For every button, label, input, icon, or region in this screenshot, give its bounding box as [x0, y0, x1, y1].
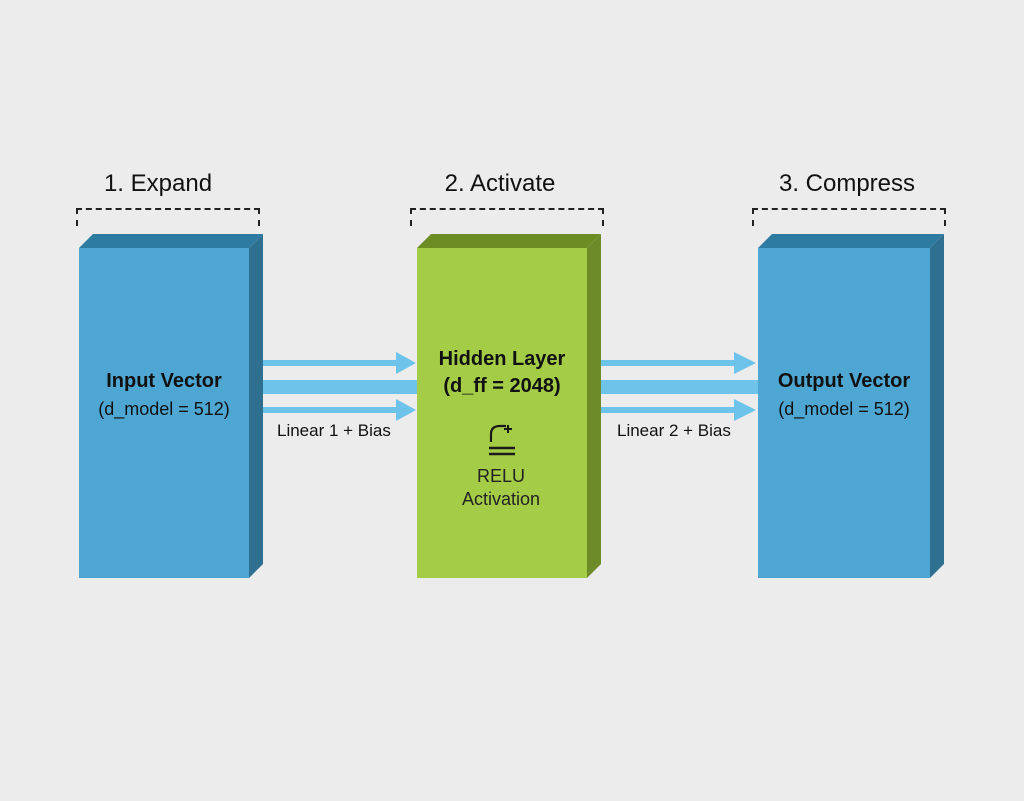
stage-title-expand: 1. Expand: [103, 170, 213, 197]
stage-bracket-compress: [752, 208, 946, 226]
hidden-layer-block: Hidden Layer (d_ff = 2048): [417, 234, 601, 578]
stage-bracket-activate: [410, 208, 604, 226]
linear2-arrows: [594, 352, 758, 421]
activation-label: Activation: [461, 489, 541, 509]
linear1-arrows: [256, 352, 418, 421]
input-vector-title: Input Vector: [106, 370, 222, 392]
stage-bracket-expand: [76, 208, 260, 226]
output-vector-title: Output Vector: [777, 370, 911, 392]
linear2-label: Linear 2 + Bias: [617, 421, 731, 440]
output-vector-dimension: (d_model = 512): [778, 399, 910, 419]
stage-title-compress: 3. Compress: [778, 170, 916, 197]
linear1-label: Linear 1 + Bias: [277, 421, 391, 440]
hidden-layer-title: Hidden Layer: [438, 348, 566, 370]
hidden-layer-dimension: (d_ff = 2048): [443, 375, 561, 397]
relu-activation-icon: [489, 424, 515, 456]
stage-title-activate: 2. Activate: [444, 170, 556, 197]
activation-name: RELU: [476, 466, 525, 486]
input-vector-dimension: (d_model = 512): [98, 399, 230, 419]
output-vector-block: Output Vector (d_model = 512): [758, 234, 944, 578]
input-vector-block: Input Vector (d_model = 512): [79, 234, 263, 578]
